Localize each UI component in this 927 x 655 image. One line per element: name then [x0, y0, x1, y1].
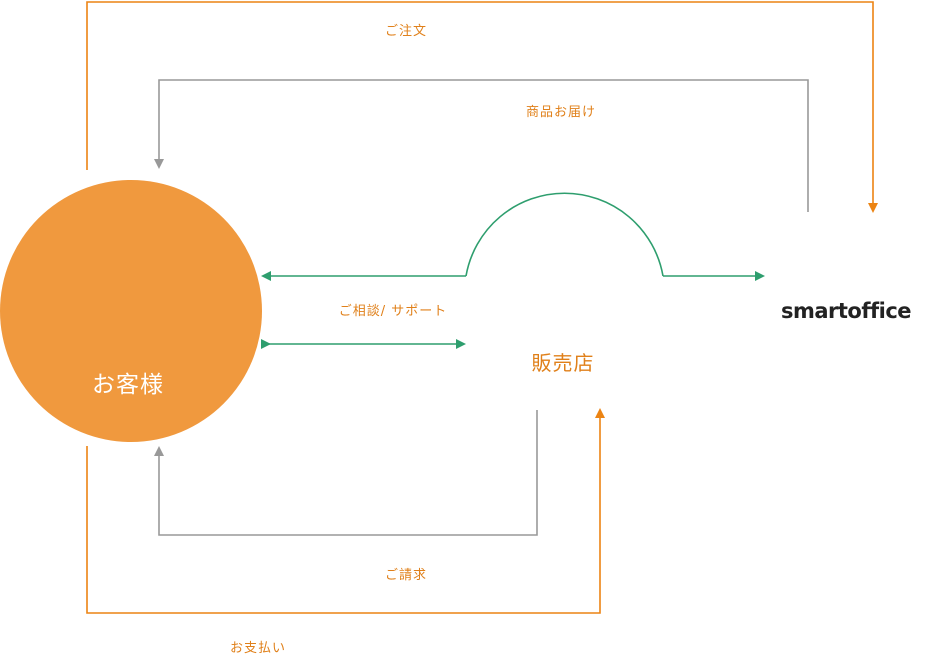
billing-flow-line: [154, 410, 538, 536]
delivery-flow-line: [154, 79, 809, 212]
delivery-label: 商品お届け: [526, 105, 596, 120]
consultation-label: ご相談/ サポート: [339, 303, 448, 319]
support-bridge-line: [465, 192, 664, 277]
billing-label: ご請求: [385, 567, 427, 583]
payment-label: お支払い: [230, 641, 286, 655]
payment-flow-line: [86, 408, 605, 614]
order-label: ご注文: [385, 23, 427, 39]
customer-label: お客様: [92, 372, 164, 398]
order-flow-line: [86, 1, 878, 213]
customer-node: [0, 180, 262, 442]
smartoffice-logo: smartoffice: [781, 299, 911, 323]
store-label: 販売店: [532, 351, 595, 375]
